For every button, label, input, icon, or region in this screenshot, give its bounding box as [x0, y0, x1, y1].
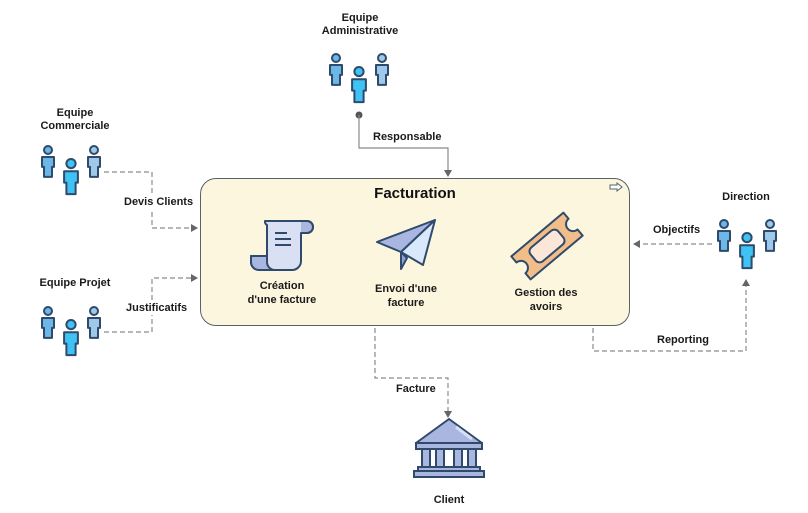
people-group-icon [717, 219, 777, 270]
node-label-admin: Equipe Administrative [310, 12, 410, 38]
label-line: facture [387, 297, 425, 309]
step-label-envoi: Envoi d'une facture [351, 282, 461, 310]
label-line: d'une facture [247, 294, 317, 306]
label-line: Commerciale [40, 120, 110, 132]
edge-label-responsable: Responsable [373, 131, 442, 144]
people-group-icon [41, 145, 101, 196]
scroll-document-icon [250, 220, 314, 271]
node-label-direction: Direction [722, 191, 770, 203]
edge-reporting [592, 279, 750, 352]
edge-label-objectifs: Objectifs [653, 224, 701, 237]
process-title: Facturation [374, 185, 456, 202]
label-line: Création [259, 280, 305, 292]
step-label-avoirs: Gestion des avoirs [491, 286, 601, 314]
process-facturation[interactable]: Facturation Création d'une facture Envoi… [200, 178, 630, 326]
label-line: Equipe [341, 12, 379, 24]
edge-facture [374, 328, 452, 418]
people-group-icon [329, 53, 389, 104]
edge-label-reporting: Reporting [657, 334, 709, 347]
edge-label-justificatifs: Justificatifs [126, 302, 188, 315]
edge-responsable [355, 111, 452, 177]
label-line: Administrative [321, 25, 399, 37]
label-line: Envoi d'une [375, 283, 437, 295]
people-group-icon [41, 306, 101, 357]
label-line: avoirs [529, 301, 563, 313]
node-label-projet: Equipe Projet [39, 277, 111, 289]
node-label-client: Client [433, 494, 465, 506]
edge-label-facture: Facture [396, 383, 436, 396]
expand-arrow-icon[interactable] [609, 182, 623, 192]
ticket-voucher-icon [510, 211, 584, 281]
step-label-creation: Création d'une facture [227, 279, 337, 307]
node-label-commercial: Equipe Commerciale [25, 107, 125, 133]
bank-building-icon [413, 418, 485, 478]
label-line: Equipe [56, 107, 94, 119]
paper-plane-icon [376, 219, 436, 270]
edge-label-devis: Devis Clients [124, 196, 194, 209]
label-line: Gestion des [514, 287, 578, 299]
